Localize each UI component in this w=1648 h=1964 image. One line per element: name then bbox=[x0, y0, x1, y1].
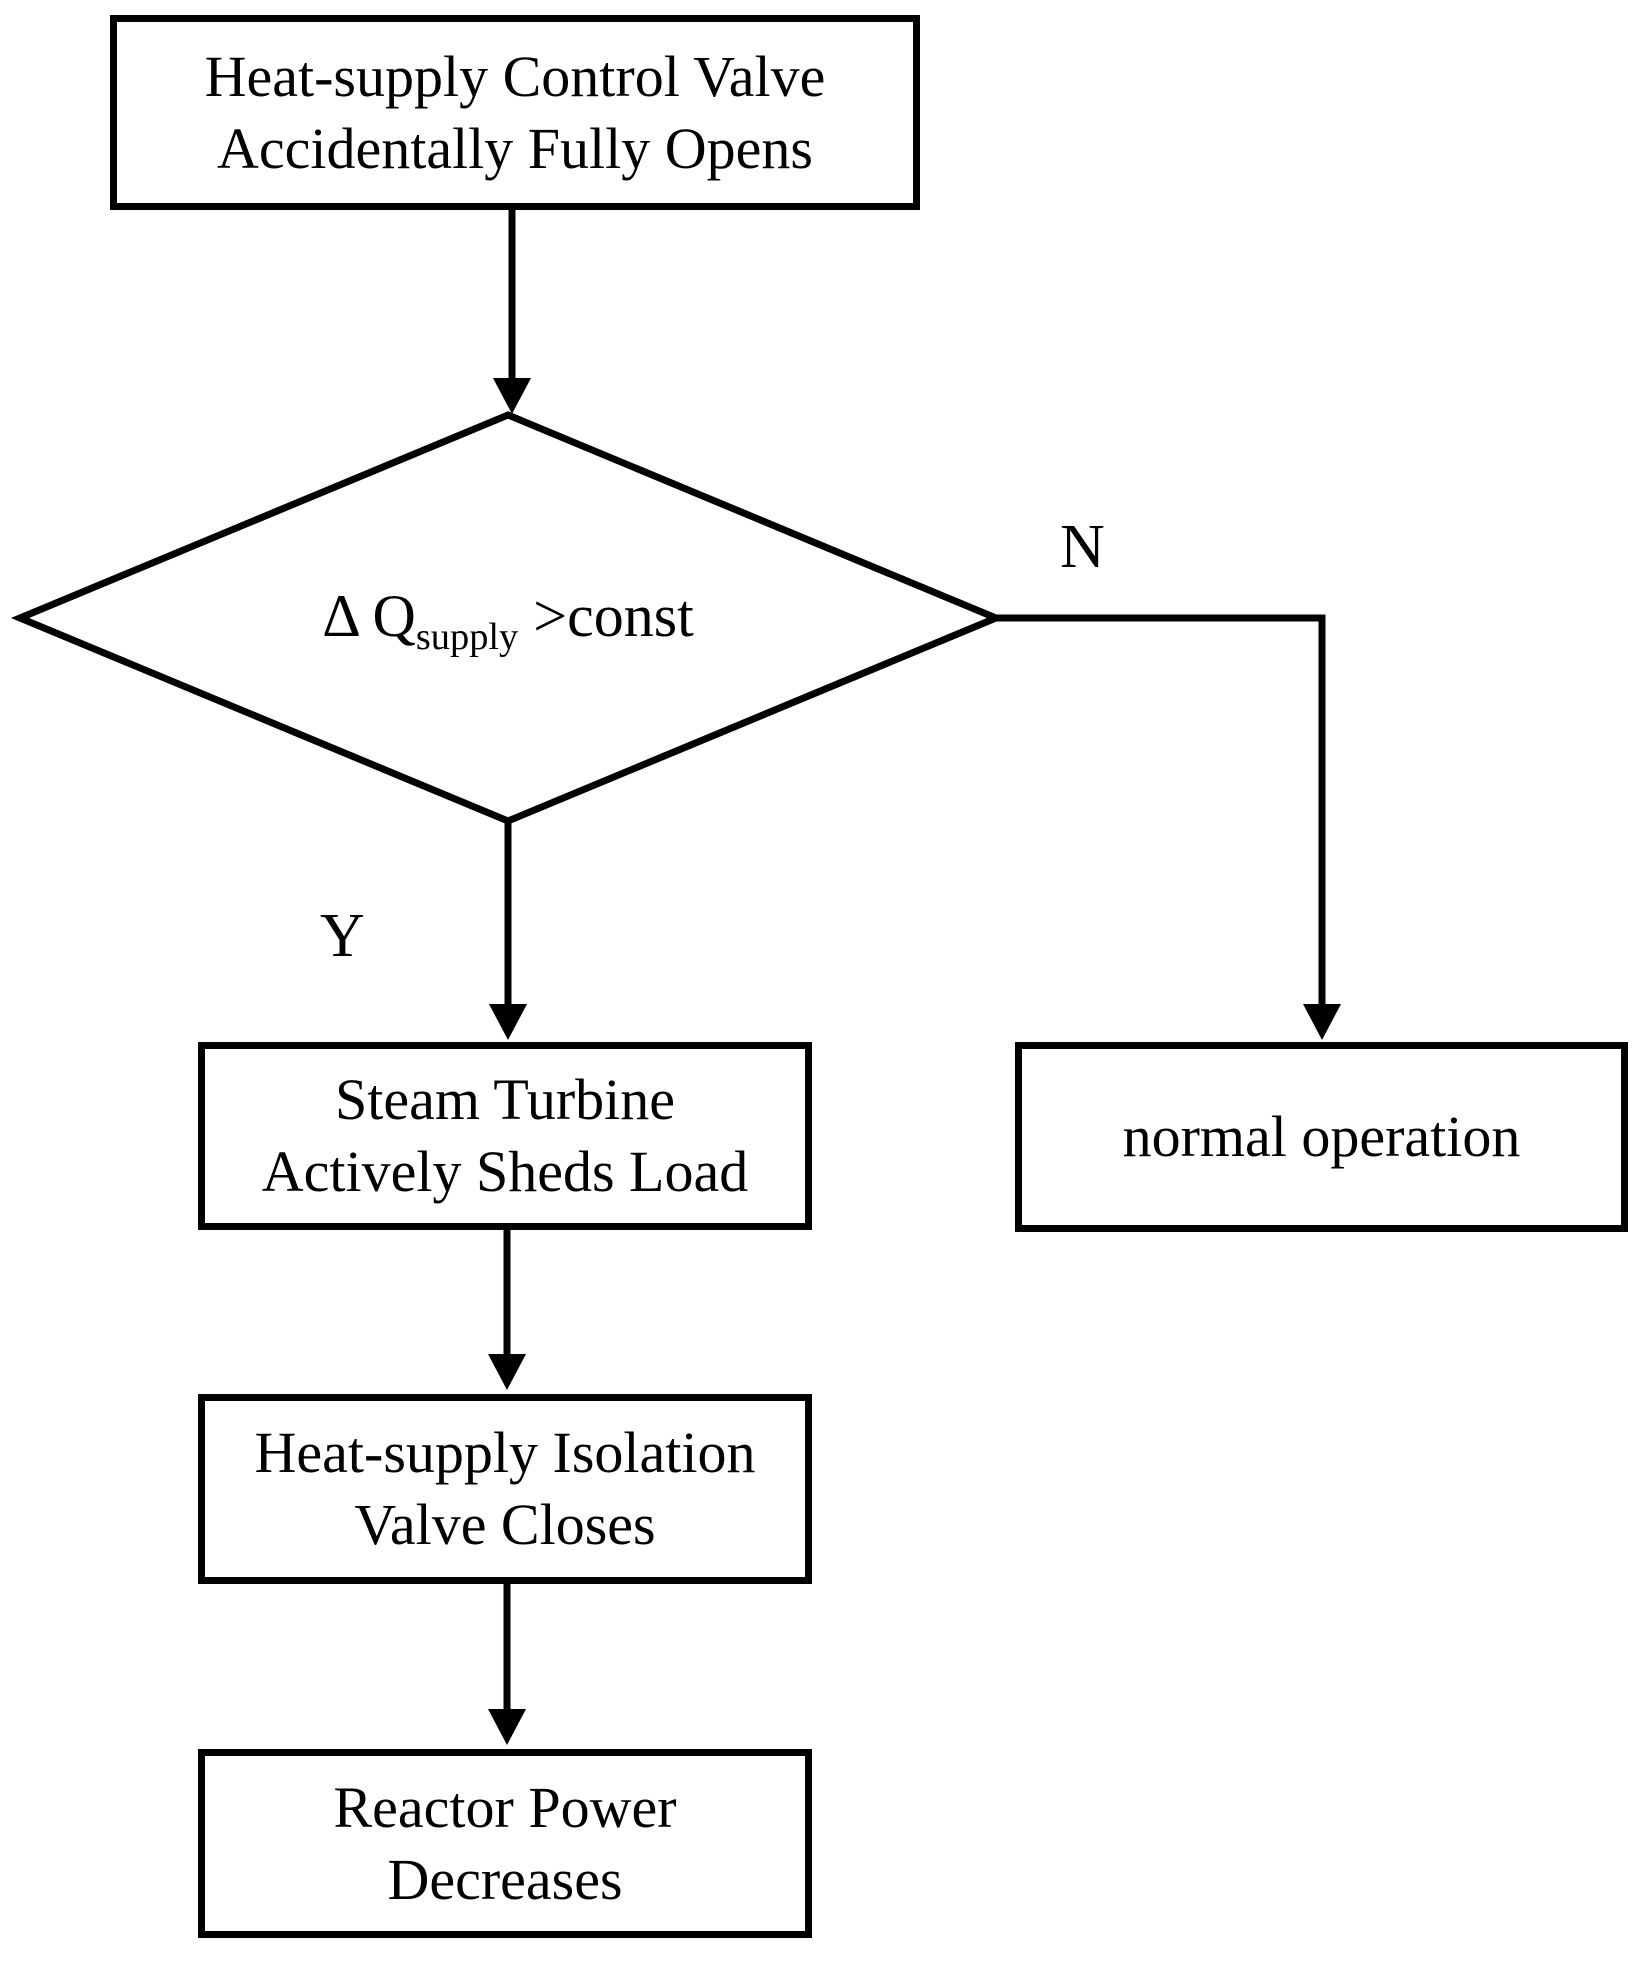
node-start: Heat-supply Control Valve Accidentally F… bbox=[110, 15, 920, 210]
node-isolation-valve: Heat-supply Isolation Valve Closes bbox=[198, 1394, 812, 1584]
arrowhead-decision-to-turbine-icon bbox=[489, 1004, 527, 1040]
node-reactor-power: Reactor Power Decreases bbox=[198, 1749, 812, 1938]
arrowhead-isolation-to-reactor-icon bbox=[488, 1709, 526, 1745]
node-normal-operation-line1: normal operation bbox=[1122, 1104, 1521, 1170]
decision-text-main: Δ Q bbox=[322, 583, 416, 649]
arrowhead-turbine-to-isolation-icon bbox=[488, 1354, 526, 1390]
arrowhead-start-to-decision-icon bbox=[493, 378, 531, 414]
node-isolation-valve-line1: Heat-supply Isolation bbox=[254, 1420, 756, 1486]
node-decision-label: Δ Qsupply >const bbox=[20, 583, 996, 656]
node-steam-turbine-line1: Steam Turbine bbox=[335, 1067, 675, 1133]
node-normal-operation: normal operation bbox=[1015, 1042, 1628, 1232]
node-start-line2: Accidentally Fully Opens bbox=[216, 115, 813, 181]
node-steam-turbine: Steam Turbine Actively Sheds Load bbox=[198, 1042, 812, 1230]
node-steam-turbine-line2: Actively Sheds Load bbox=[261, 1139, 749, 1204]
edge-label-no: N bbox=[1060, 513, 1105, 581]
node-reactor-power-line1: Reactor Power bbox=[333, 1774, 677, 1840]
arrowhead-decision-to-normal-icon bbox=[1303, 1004, 1341, 1040]
node-isolation-valve-line2: Valve Closes bbox=[354, 1492, 656, 1557]
edge-label-yes: Y bbox=[320, 902, 365, 970]
node-reactor-power-line2: Decreases bbox=[387, 1846, 623, 1912]
decision-text-after: >const bbox=[518, 583, 694, 649]
decision-text-subscript: supply bbox=[415, 616, 519, 658]
node-start-line1: Heat-supply Control Valve bbox=[204, 43, 826, 109]
